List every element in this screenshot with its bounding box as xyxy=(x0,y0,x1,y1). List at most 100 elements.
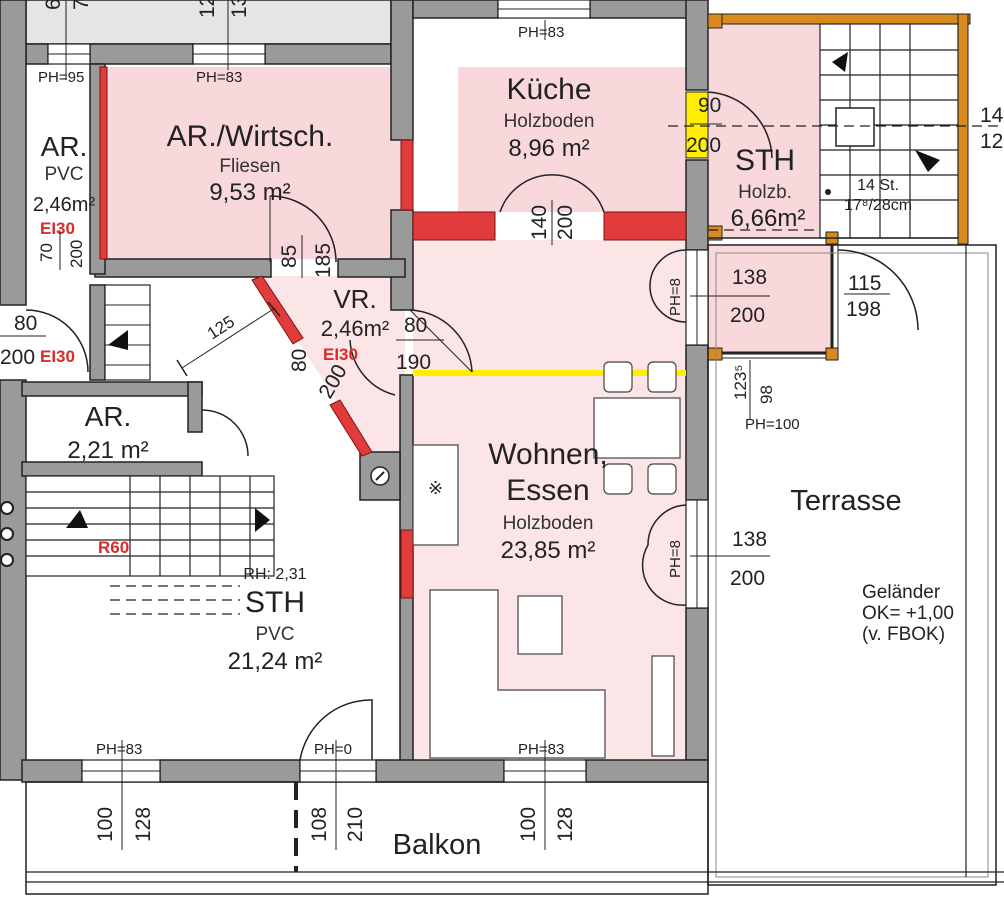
room-area-sth-main: 21,24 m² xyxy=(228,648,323,675)
dimension-label: 100 xyxy=(94,807,117,842)
room-name-ar-small: AR. xyxy=(41,131,88,162)
parapet-height: PH=100 xyxy=(745,416,800,433)
room-name-ar-mid: AR. xyxy=(85,401,132,432)
dimension-label: 200 xyxy=(730,304,765,327)
chair xyxy=(647,463,677,495)
dimension-label: 80 xyxy=(288,349,311,372)
fire-wall-segment xyxy=(400,529,414,599)
room-name-essen: Essen xyxy=(506,474,589,507)
railing-height: OK= +1,00 xyxy=(862,603,954,624)
wall-segment xyxy=(187,381,203,433)
railing-label: Geländer xyxy=(862,582,941,603)
dimension-label: 185 xyxy=(312,243,335,278)
fire-wall-segment xyxy=(412,211,496,241)
room-name-vr: VR. xyxy=(333,284,376,314)
dimension-label: 200 xyxy=(730,567,765,590)
dimension-label: 7 xyxy=(70,0,93,10)
railing-reference: (v. FBOK) xyxy=(862,624,945,645)
dimension-label: 200 xyxy=(67,240,86,268)
dimension-label: 200 xyxy=(686,134,721,157)
wall-segment xyxy=(585,759,709,783)
tv-unit xyxy=(651,655,675,757)
wall-segment xyxy=(685,344,709,501)
room-area-kueche: 8,96 m² xyxy=(508,135,589,162)
dimension-label: 138 xyxy=(732,266,767,289)
dimension-label: 140 xyxy=(528,205,551,240)
sofa xyxy=(429,589,606,759)
dimension-label: 128 xyxy=(554,807,577,842)
door-swing xyxy=(649,249,687,323)
windows xyxy=(47,0,709,783)
dimension-label: 210 xyxy=(344,807,367,842)
stair-arrow-icon xyxy=(832,52,848,72)
room-name-wohnen: Wohnen, xyxy=(488,438,608,471)
stair-arrow-icon xyxy=(255,508,270,532)
parapet-height: PH=8 xyxy=(667,540,684,578)
parapet-height: PH=83 xyxy=(518,741,564,758)
wall-segment xyxy=(264,43,392,65)
dimension-label: 13 xyxy=(228,0,251,18)
svg-text:※: ※ xyxy=(428,478,443,498)
room-name-kueche: Küche xyxy=(506,73,591,106)
wall-segment xyxy=(375,759,505,783)
coffee-table xyxy=(517,595,563,655)
wall-segment xyxy=(685,0,709,91)
stair-arrow-icon xyxy=(66,510,88,528)
room-floor-kueche: Holzboden xyxy=(504,111,595,132)
fire-rating-label: EI30 xyxy=(40,219,75,238)
room-floor-sth-main: PVC xyxy=(255,624,294,645)
parapet-height: PH=0 xyxy=(314,741,352,758)
room-area-sth-stair: 6,66m² xyxy=(731,205,806,232)
stairs-count-label: 14 St. xyxy=(857,177,899,194)
room-name-wirtschaft: AR./Wirtsch. xyxy=(167,120,334,153)
room-area-wirtschaft: 9,53 m² xyxy=(209,179,290,206)
door-swing xyxy=(349,339,396,396)
dimension-label: 125 xyxy=(204,312,238,343)
room-area-vr: 2,46m² xyxy=(321,316,389,341)
wall-segment xyxy=(21,461,203,477)
fire-wall-segment xyxy=(603,211,687,241)
room-name-terrasse: Terrasse xyxy=(790,485,901,517)
wall-segment xyxy=(21,381,203,397)
fire-wall-segment xyxy=(400,139,414,211)
dimension-label: 98 xyxy=(757,385,776,404)
wall-segment xyxy=(89,43,194,65)
room-name-sth-main: STH xyxy=(245,586,305,619)
chair xyxy=(647,361,677,393)
chair xyxy=(603,361,633,393)
parapet-height: PH=83 xyxy=(518,24,564,41)
wall-segment xyxy=(94,258,272,278)
parapet-height: PH=83 xyxy=(96,741,142,758)
door-swing xyxy=(641,504,687,606)
wall-segment xyxy=(390,0,414,141)
room-floor-sth-stair: Holzb. xyxy=(738,182,792,203)
room-name-balkon: Balkon xyxy=(393,829,482,861)
room-area-ar-small: 2,46m² xyxy=(33,194,96,216)
dimension-label: 80 xyxy=(14,312,37,335)
yellow-line xyxy=(413,370,686,376)
fire-walls xyxy=(99,66,687,599)
door-swing xyxy=(299,699,373,761)
wall-segment xyxy=(0,0,27,306)
parapet-height: PH=95 xyxy=(38,69,84,86)
stair-arrow-icon xyxy=(915,150,940,172)
fire-rating-label: R60 xyxy=(98,538,129,557)
dimension-lines xyxy=(65,0,751,850)
dimension-label: 14 xyxy=(980,104,1004,127)
terrace-outline xyxy=(707,244,997,886)
door-swing xyxy=(269,195,337,263)
room-fill-sth-landing xyxy=(708,245,833,353)
stairs-left xyxy=(0,284,275,615)
room-name-sth-stair: STH xyxy=(735,144,795,177)
room-height-sth: RH: 2,31 xyxy=(243,566,306,583)
fire-wall-segment xyxy=(329,399,373,457)
kitchen-counter xyxy=(412,444,459,546)
parapet-height: PH=83 xyxy=(196,69,242,86)
wall-segment xyxy=(589,0,701,19)
door-swing xyxy=(409,309,473,373)
dimension-label: 12 xyxy=(980,130,1003,153)
wall-segment xyxy=(21,759,83,783)
dimension-label: 128 xyxy=(132,807,155,842)
room-floor-wirtschaft: Fliesen xyxy=(219,156,280,177)
